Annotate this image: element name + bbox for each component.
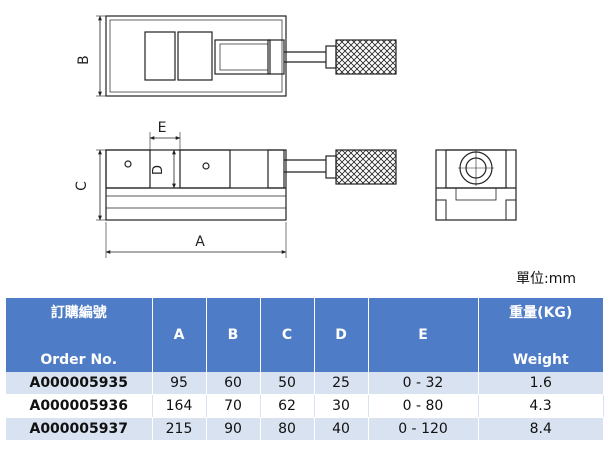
dimension-e-label: E	[158, 120, 167, 136]
end-view	[435, 149, 517, 221]
weight-cell: 1.6	[478, 372, 603, 395]
e-cell: 0 - 120	[368, 417, 479, 441]
unit-note: 單位:mm	[516, 271, 576, 287]
order-cell: A000005935	[6, 372, 153, 395]
dimension-b-label: B	[76, 55, 92, 65]
header-weight: 重量(KG) Weight	[478, 298, 603, 372]
side-view-knurled-handle	[335, 149, 397, 185]
vise-technical-drawing: B E D C A	[74, 15, 517, 258]
side-view	[96, 132, 397, 258]
table-row: A000005937 215 90 80 40 0 - 120 8.4	[6, 417, 603, 441]
header-weight-en: Weight	[512, 352, 569, 368]
header-order-zh: 訂購編號	[50, 305, 107, 321]
top-view-body	[105, 15, 287, 97]
b-cell: 90	[206, 417, 261, 441]
spec-table: 訂購編號 Order No. A B C D E 重量(KG) Weight A…	[6, 298, 604, 441]
header-order-no: 訂購編號 Order No.	[6, 298, 153, 372]
d-cell: 25	[314, 372, 369, 395]
table-row: A000005936 164 70 62 30 0 - 80 4.3	[6, 394, 604, 418]
c-cell: 50	[260, 372, 315, 395]
dimension-d-label: D	[151, 165, 166, 175]
side-view-movable-jaw	[267, 149, 285, 189]
top-view	[96, 15, 397, 97]
header-d: D	[314, 298, 369, 372]
c-cell: 62	[260, 394, 315, 418]
side-view-body	[105, 149, 287, 221]
header-order-en: Order No.	[40, 352, 118, 368]
e-cell: 0 - 80	[368, 394, 479, 418]
header-e: E	[368, 298, 479, 372]
top-view-knurled-handle	[335, 39, 397, 75]
dimension-c-label: C	[74, 181, 90, 191]
header-c: C	[260, 298, 315, 372]
e-cell: 0 - 32	[368, 372, 479, 395]
a-cell: 95	[152, 372, 207, 395]
weight-cell: 8.4	[478, 417, 603, 441]
d-cell: 40	[314, 417, 369, 441]
weight-cell: 4.3	[478, 394, 604, 418]
header-b: B	[206, 298, 261, 372]
order-cell: A000005936	[6, 394, 153, 418]
table-header-row: 訂購編號 Order No. A B C D E 重量(KG) Weight	[6, 298, 603, 372]
b-cell: 70	[206, 394, 261, 418]
d-cell: 30	[314, 394, 369, 418]
b-cell: 60	[206, 372, 261, 395]
header-a: A	[152, 298, 207, 372]
top-view-movable-jaw	[267, 39, 285, 75]
header-weight-zh: 重量(KG)	[509, 305, 573, 321]
top-view-fixed-jaw	[144, 31, 176, 81]
a-cell: 215	[152, 417, 207, 441]
dimension-a-label: A	[195, 234, 205, 250]
c-cell: 80	[260, 417, 315, 441]
order-cell: A000005937	[6, 417, 153, 441]
a-cell: 164	[152, 394, 207, 418]
table-row: A000005935 95 60 50 25 0 - 32 1.6	[6, 372, 603, 395]
